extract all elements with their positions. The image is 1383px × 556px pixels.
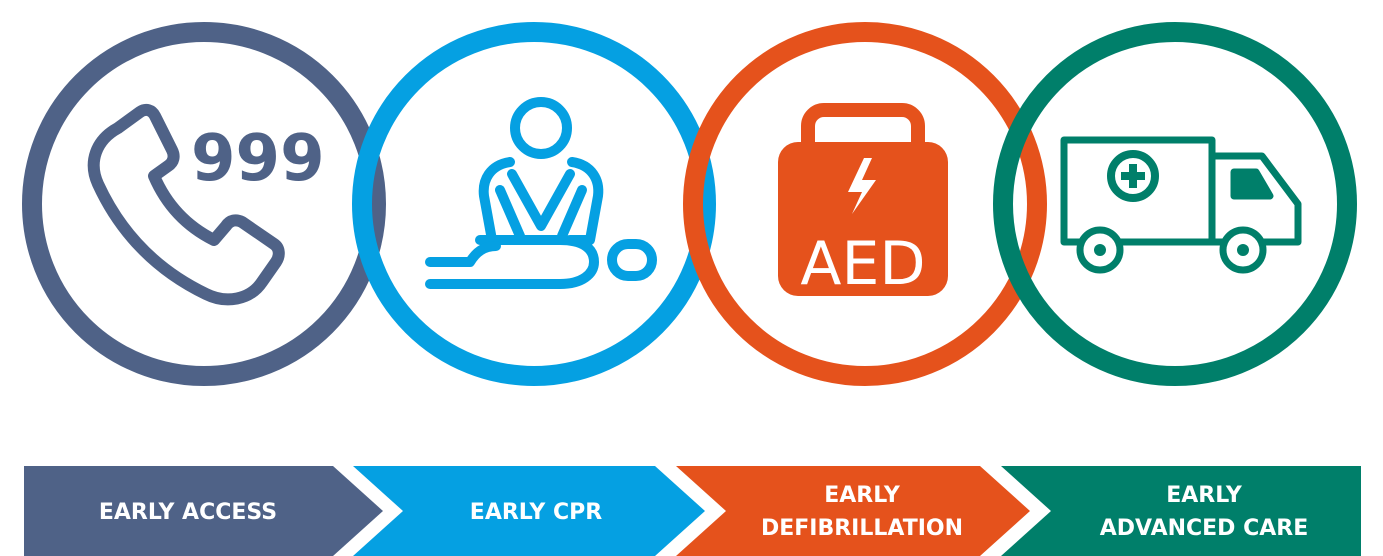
aed-icon: AED (778, 103, 948, 299)
arrow-care (1001, 466, 1361, 556)
phone-icon (87, 103, 285, 306)
ambulance-icon (1060, 136, 1302, 274)
step-label-access: EARLY ACCESS (99, 500, 277, 525)
arrow-banner: EARLY ACCESS EARLY CPR EARLY DEFIBRILLAT… (24, 466, 1361, 556)
phone-number-text: 999 (191, 122, 325, 196)
circle-access (22, 22, 386, 386)
step-label-care-line1: EARLY (1166, 483, 1243, 508)
arrow-cpr (353, 466, 705, 556)
step-label-cpr: EARLY CPR (470, 500, 602, 525)
circle-care (993, 22, 1357, 386)
cpr-icon (425, 97, 657, 289)
arrow-access (24, 466, 383, 556)
arrow-defib (676, 466, 1030, 556)
step-label-defib-line2: DEFIBRILLATION (761, 516, 963, 541)
circle-defib (683, 22, 1047, 386)
step-label-defib-line1: EARLY (824, 483, 901, 508)
circle-cpr (352, 22, 716, 386)
aed-label-text: AED (800, 229, 925, 299)
step-label-care-line2: ADVANCED CARE (1100, 516, 1309, 541)
